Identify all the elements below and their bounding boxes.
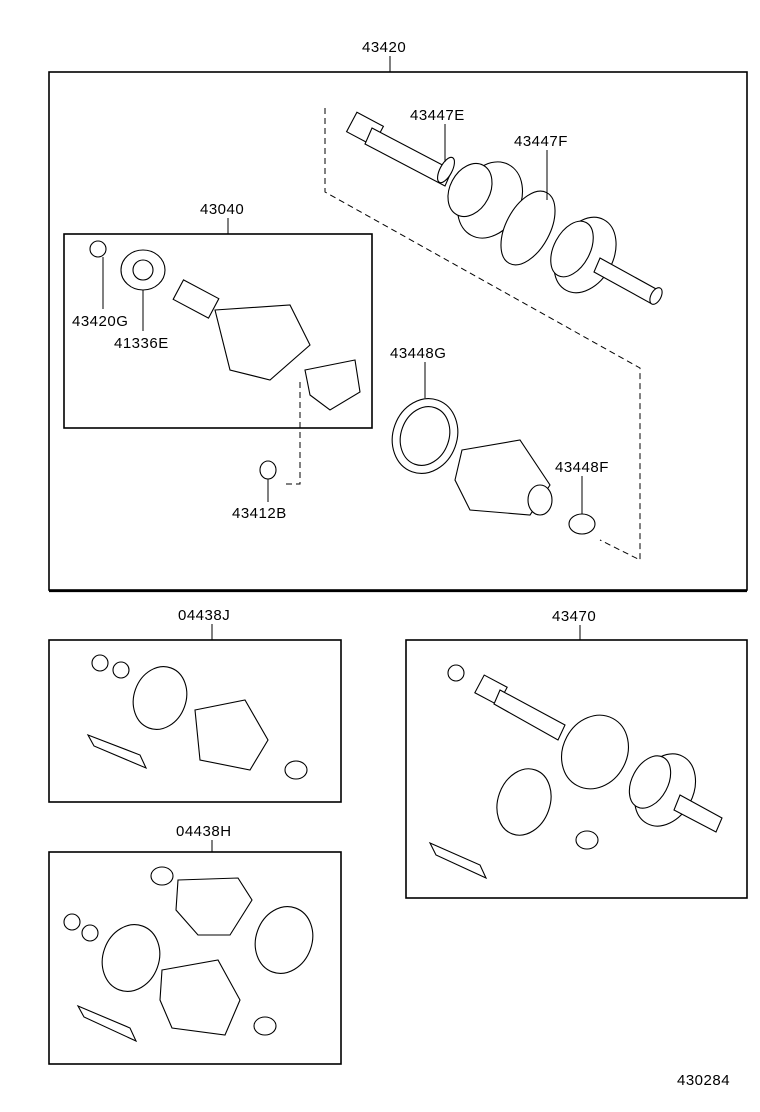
- kit-h-clamp-large-left: [101, 924, 161, 992]
- dashed-outline: [324, 108, 641, 561]
- label-43447E: 43447E: [410, 107, 465, 124]
- kit-j-boot: [194, 699, 269, 771]
- kit-j-clamp-small: [284, 760, 308, 780]
- kit-h-snap-ring: [63, 913, 81, 931]
- label-43040: 43040: [200, 201, 244, 218]
- label-04438J: 04438J: [178, 607, 230, 624]
- kit-j-ring: [112, 661, 130, 679]
- kit-h-boot-outer: [175, 877, 253, 936]
- inboard-joint-43040: 43040 43420G 41336E: [63, 201, 373, 429]
- lh-shaft: [493, 689, 566, 741]
- kit-h-boot-inner: [159, 959, 241, 1036]
- inboard-boot-end: [527, 484, 553, 516]
- frame-43040: [63, 233, 373, 429]
- tripod-joint: [304, 359, 361, 411]
- clamp-43448F: [568, 513, 596, 535]
- assembly-43420: 43420 43447E 43447F 43040: [48, 39, 748, 593]
- label-04438H: 04438H: [176, 823, 232, 840]
- label-43448F: 43448F: [555, 459, 609, 476]
- kit-h-grease-tube: [76, 1004, 138, 1043]
- lh-boot: [561, 714, 629, 790]
- frame-04438J: [48, 639, 342, 803]
- frame-43470: [405, 639, 748, 899]
- figure-number: 430284: [677, 1072, 730, 1089]
- snap-ring-43420G: [89, 240, 107, 258]
- kit-j-grease-tube: [86, 733, 148, 770]
- label-43420G: 43420G: [72, 313, 128, 330]
- hole-snap-ring-43412B: [259, 460, 277, 480]
- lh-snap-ring: [447, 664, 465, 682]
- label-41336E: 41336E: [114, 335, 169, 352]
- assembly-43470: 43470: [405, 608, 748, 899]
- lh-grease-tube: [428, 841, 488, 880]
- kit-04438H: 04438H: [48, 823, 342, 1065]
- label-43470: 43470: [552, 608, 596, 625]
- kit-h-clamp-large-right: [254, 906, 314, 974]
- joint-spline: [172, 279, 220, 319]
- lh-clamp-small: [575, 830, 599, 850]
- label-43448G: 43448G: [390, 345, 446, 362]
- stub-axle-tip: [649, 287, 663, 305]
- inboard-boot: [454, 439, 551, 516]
- frame-04438H: [48, 851, 342, 1065]
- label-43420: 43420: [362, 39, 406, 56]
- label-43412B: 43412B: [232, 505, 287, 522]
- outboard-boot-ridge: [447, 163, 493, 217]
- shaft-body: [364, 127, 453, 187]
- kit-04438J: 04438J: [48, 607, 342, 803]
- dashed-leader-43412B: [285, 382, 301, 485]
- kit-h-ring: [81, 924, 99, 942]
- kit-j-clamp-large: [132, 666, 188, 730]
- kit-h-clamp-small-top: [150, 866, 174, 886]
- lh-stub-axle: [673, 794, 723, 833]
- clamp-43448G-inner: [399, 406, 451, 466]
- stub-axle: [593, 257, 659, 305]
- label-43447F: 43447F: [514, 133, 568, 150]
- lh-clamp-large: [496, 768, 552, 836]
- inboard-tulip: [214, 304, 311, 381]
- kit-j-snap-ring: [91, 654, 109, 672]
- dust-seal-bore: [132, 259, 154, 281]
- abs-ring: [550, 220, 594, 278]
- shaft-collar: [437, 156, 455, 184]
- kit-h-clamp-small-bottom: [253, 1016, 277, 1036]
- lh-abs-ring: [628, 755, 672, 809]
- outboard-shaft: [345, 111, 663, 305]
